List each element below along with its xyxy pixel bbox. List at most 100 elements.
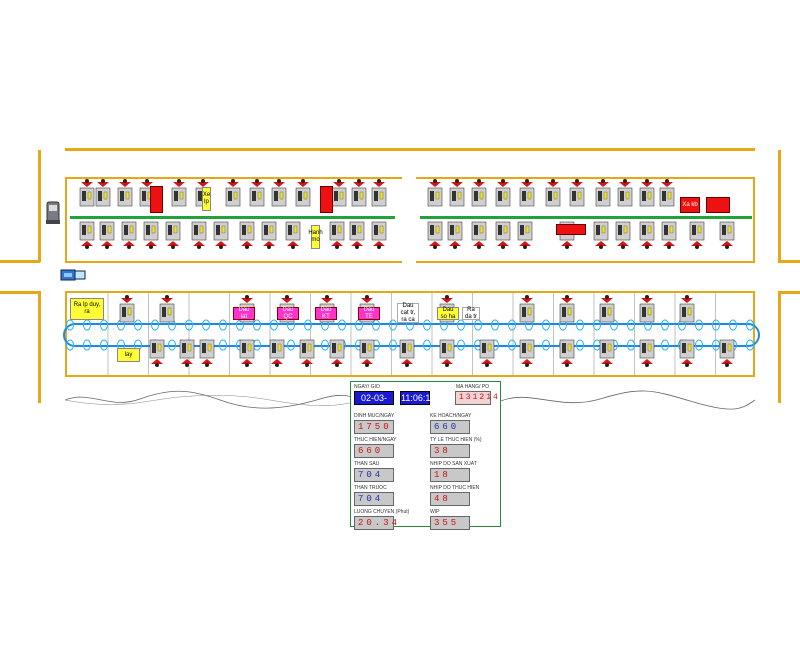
conveyor-hanger — [542, 339, 550, 351]
panel-field-label: WIP — [430, 509, 440, 515]
sewing-station — [593, 221, 609, 249]
sewing-station — [271, 179, 287, 207]
sewing-station — [439, 339, 455, 367]
panel-field-value: 20.34 — [354, 516, 397, 530]
sewing-station — [95, 179, 111, 207]
lower-white-sign-2: Dau so ha — [437, 307, 459, 320]
lower-pink-sign-1: Dau lat — [233, 307, 255, 320]
sewing-station — [143, 221, 159, 249]
conveyor-hanger — [508, 319, 516, 331]
sewing-station — [427, 221, 443, 249]
panel-field-label: THAN TRUOC — [354, 485, 387, 491]
conveyor-hanger — [423, 339, 431, 351]
sewing-station — [559, 339, 575, 367]
right-wall-lower — [778, 291, 800, 294]
sewing-station — [225, 179, 241, 207]
right-wall-lower-v — [778, 291, 781, 403]
sewing-station — [659, 179, 675, 207]
left-wall-lower — [0, 291, 40, 294]
sewing-station — [79, 221, 95, 249]
lower-pink-sign-2: Dau QC — [277, 307, 299, 320]
panel-field-value: 18 — [430, 468, 470, 482]
sewing-station — [719, 221, 735, 249]
sewing-station — [79, 179, 95, 207]
lower-bottom-sign: lay — [117, 348, 140, 362]
sewing-station — [639, 179, 655, 207]
conveyor-hanger — [661, 339, 669, 351]
sewing-station — [639, 295, 655, 323]
sewing-station — [119, 295, 135, 323]
code-label: MA HANG/ PO — [456, 384, 490, 390]
conveyor-hanger — [83, 339, 91, 351]
sewing-station — [719, 339, 735, 367]
upper-sign-b: Hanh mo — [308, 225, 323, 249]
panel-field-value: 48 — [430, 492, 470, 506]
conveyor-hanger — [355, 319, 363, 331]
panel-field-value: 704 — [354, 468, 394, 482]
panel-field-label: DINH MUC/NGAY — [354, 413, 395, 419]
conveyor-hanger — [372, 319, 380, 331]
sewing-station — [359, 339, 375, 367]
sewing-station — [239, 339, 255, 367]
sewing-station — [679, 295, 695, 323]
upper-line-belt-left — [70, 216, 395, 219]
upper-sign-c: Xa kb — [680, 197, 700, 213]
sewing-station — [199, 339, 215, 367]
panel-field-value: 660 — [354, 444, 394, 458]
conveyor-hanger — [83, 319, 91, 331]
sewing-station — [179, 339, 195, 367]
conveyor-hanger — [576, 339, 584, 351]
lower-white-sign-3: Ra da tr — [462, 307, 480, 320]
sewing-station — [371, 179, 387, 207]
right-wall-connector — [778, 260, 800, 263]
panel-field-label: LUONG CHUYEN (Phut) — [354, 509, 410, 515]
panel-field-value: 660 — [430, 420, 470, 434]
panel-field-label: NHIP DO SAN XUAT — [430, 461, 477, 467]
conveyor-hanger — [151, 319, 159, 331]
sewing-station — [299, 339, 315, 367]
upper-red-block-2 — [320, 186, 333, 213]
conveyor-hanger — [270, 319, 278, 331]
upper-red-block-4 — [556, 224, 586, 235]
conveyor-hanger — [712, 339, 720, 351]
sewing-station — [639, 339, 655, 367]
conveyor-hanger — [287, 339, 295, 351]
panel-field-label: NHIP DO THUC HIEN — [430, 485, 480, 491]
sewing-station — [213, 221, 229, 249]
left-wall-upper — [38, 150, 41, 262]
sewing-station — [449, 179, 465, 207]
conveyor-hanger — [253, 319, 261, 331]
sewing-station — [599, 339, 615, 367]
sewing-station — [427, 179, 443, 207]
sewing-station — [239, 221, 255, 249]
sewing-station — [349, 221, 365, 249]
sewing-station — [519, 339, 535, 367]
panel-field-value: 38 — [430, 444, 470, 458]
cart-icon — [60, 269, 86, 281]
sewing-station — [249, 179, 265, 207]
upper-sign-a: Xe lp — [202, 187, 211, 211]
sewing-station — [617, 179, 633, 207]
panel-field-value: 1750 — [354, 420, 394, 434]
conveyor-hanger — [729, 319, 737, 331]
sewing-station — [599, 295, 615, 323]
conveyor-hanger — [474, 319, 482, 331]
sewing-station — [615, 221, 631, 249]
sewing-station — [479, 339, 495, 367]
sewing-station — [471, 179, 487, 207]
left-wall-connector — [0, 260, 40, 263]
sewing-station — [447, 221, 463, 249]
panel-field-label: THAN SAU — [354, 461, 380, 467]
sewing-station — [495, 221, 511, 249]
sewing-station — [159, 295, 175, 323]
conveyor-hanger — [542, 319, 550, 331]
sewing-station — [261, 221, 277, 249]
conveyor-hanger — [712, 319, 720, 331]
sewing-station — [171, 179, 187, 207]
panel-field-label: THUC HIEN/NGAY — [354, 437, 397, 443]
upper-line-gap — [402, 177, 416, 263]
sewing-station — [329, 221, 345, 249]
panel-field-value: 704 — [354, 492, 394, 506]
production-status-panel: NGAY/ GIO 02-03-2015 11:06:17 MA HANG/ P… — [350, 381, 501, 530]
